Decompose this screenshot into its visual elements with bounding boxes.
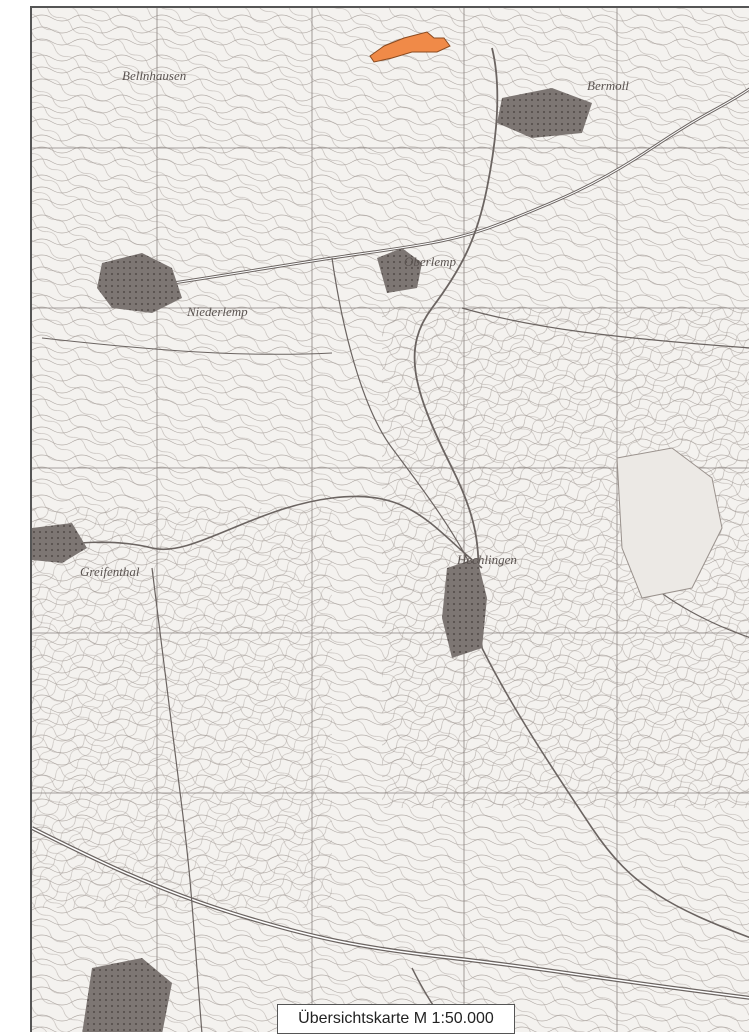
highlighted-parcel[interactable]	[369, 31, 451, 63]
map-grid	[32, 8, 749, 1032]
label-bermoll: Bermoll	[587, 78, 629, 93]
label-niederlemp: Niederlemp	[186, 304, 248, 319]
scale-label: Übersichtskarte M 1:50.000	[298, 1010, 494, 1027]
roads-layer	[32, 47, 749, 1032]
label-hechlingen: Hechlingen	[456, 552, 517, 567]
town-niederlemp	[97, 253, 182, 313]
town-oberlemp	[377, 248, 422, 293]
label-oberlemp: Oberlemp	[404, 254, 456, 269]
clearing-area	[616, 447, 723, 599]
topographic-map[interactable]: Niederlemp Oberlemp Bermoll Greifenthal …	[30, 6, 749, 1032]
town-greifenthal	[32, 523, 87, 563]
contour-layer-4	[32, 508, 332, 908]
scale-legend: Übersichtskarte M 1:50.000	[277, 1004, 515, 1034]
label-greifenthal: Greifenthal	[80, 564, 140, 579]
map-canvas: Niederlemp Oberlemp Bermoll Greifenthal …	[32, 8, 749, 1032]
town-bermoll	[497, 88, 592, 138]
town-south	[82, 958, 172, 1032]
town-hechlingen	[442, 558, 487, 658]
label-bellnhausen: Bellnhausen	[122, 68, 186, 83]
settlements-layer	[32, 88, 723, 1032]
